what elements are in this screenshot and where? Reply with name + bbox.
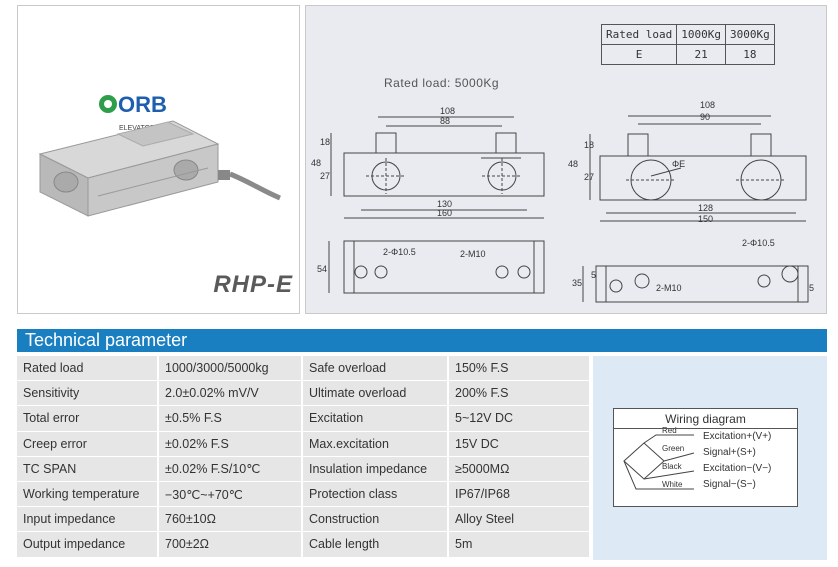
param-label: Excitation: [303, 406, 449, 432]
section-title: Technical parameter: [17, 329, 827, 352]
right-dim-h1: 18: [584, 140, 594, 150]
wire-green-signal: Signal+(S+): [703, 447, 756, 458]
left-dim-h1: 18: [320, 137, 330, 147]
right-dim-top2: 90: [700, 112, 710, 122]
param-value: 1000/3000/5000kg: [159, 356, 303, 382]
right-thread-label: 2-M10: [656, 283, 682, 293]
param-label: Insulation impedance: [303, 456, 449, 482]
right-e-label: ΦE: [672, 159, 685, 169]
param-value: ±0.5% F.S: [159, 406, 303, 432]
load-cell-illustration: ORB ELEVATOR: [38, 92, 281, 217]
logo-sub: ELEVATOR: [119, 125, 155, 132]
wire-red-signal: Excitation+(V+): [703, 431, 771, 442]
param-value: 5~12V DC: [449, 406, 591, 432]
param-value: 700±2Ω: [159, 532, 303, 558]
right-dim-bot1: 128: [698, 203, 713, 213]
technical-drawing: 108 88 18 48 27 130 160 54 2-Φ10.5 2-M10…: [311, 100, 814, 303]
param-label: Ultimate overload: [303, 381, 449, 407]
brand-logo: ORB ELEVATOR: [99, 92, 167, 132]
param-value: 15V DC: [449, 431, 591, 457]
left-dim-h2: 48: [311, 158, 321, 168]
rated-e-label: E: [600, 44, 678, 65]
right-dim-bot2: 150: [698, 214, 713, 224]
param-value: 2.0±0.02% mV/V: [159, 381, 303, 407]
right-plan-height: 35: [572, 278, 582, 288]
table-row: Sensitivity 2.0±0.02% mV/V Ultimate over…: [17, 381, 591, 407]
table-row: Working temperature −30℃~+70℃ Protection…: [17, 481, 591, 508]
rated-3000-header: 3000Kg: [724, 24, 775, 45]
table-row: Rated load 1000/3000/5000kg Safe overloa…: [17, 356, 591, 382]
table-row: Input impedance 760±10Ω Construction All…: [17, 507, 591, 533]
param-label: Output impedance: [17, 532, 159, 558]
param-label: Creep error: [17, 431, 159, 457]
param-value: −30℃~+70℃: [159, 481, 303, 508]
right-dim-top1: 108: [700, 100, 715, 110]
right-edge-right: 5: [809, 283, 814, 293]
left-hole-label: 2-Φ10.5: [383, 247, 416, 257]
wire-black-label: Black: [662, 462, 683, 471]
technical-parameter-table: Rated load 1000/3000/5000kg Safe overloa…: [17, 356, 591, 558]
dimension-drawing-panel: Rated load 1000Kg 3000Kg E 21 18 Rated l…: [305, 5, 827, 314]
wire-red-label: Red: [662, 426, 677, 435]
wiring-title: Wiring diagram: [614, 412, 797, 429]
wire-black-signal: Excitation−(V−): [703, 463, 771, 474]
table-row: Output impedance 700±2Ω Cable length 5m: [17, 532, 591, 558]
bridge-circuit: Red Green Black White Excitation+(V+) Si…: [623, 426, 771, 490]
param-label: Max.excitation: [303, 431, 449, 457]
right-hole-label: 2-Φ10.5: [742, 238, 775, 248]
right-edge-left: 5: [591, 270, 596, 280]
wiring-diagram: Wiring diagram Red Green Black White Exc…: [613, 408, 798, 507]
param-value: 200% F.S: [449, 381, 591, 407]
left-dim-h3: 27: [320, 171, 330, 181]
left-dim-bot1: 130: [437, 199, 452, 209]
left-thread-label: 2-M10: [460, 249, 486, 259]
rated-load-table: Rated load 1000Kg 3000Kg E 21 18: [600, 24, 775, 65]
param-value: 5m: [449, 532, 591, 558]
product-photo-panel: ORB ELEVATOR RHP-E: [17, 5, 300, 314]
right-dim-h2: 48: [568, 159, 578, 169]
param-value: ≥5000MΩ: [449, 456, 591, 482]
param-label: Cable length: [303, 532, 449, 558]
param-value: IP67/IP68: [449, 481, 591, 508]
param-label: TC SPAN: [17, 456, 159, 482]
param-label: Total error: [17, 406, 159, 432]
table-row: Creep error ±0.02% F.S Max.excitation 15…: [17, 431, 591, 457]
param-value: 150% F.S: [449, 356, 591, 382]
param-value: ±0.02% F.S/10℃: [159, 456, 303, 482]
left-dim-bot2: 160: [437, 208, 452, 218]
param-label: Sensitivity: [17, 381, 159, 407]
right-dim-h3: 27: [584, 172, 594, 182]
logo-text: ORB: [118, 92, 167, 117]
wire-white-signal: Signal−(S−): [703, 479, 756, 490]
wire-white-label: White: [662, 480, 683, 489]
param-label: Protection class: [303, 481, 449, 508]
param-label: Input impedance: [17, 507, 159, 533]
param-value: ±0.02% F.S: [159, 431, 303, 457]
left-dim-top2: 88: [440, 116, 450, 126]
table-row: Total error ±0.5% F.S Excitation 5~12V D…: [17, 406, 591, 432]
param-value: Alloy Steel: [449, 507, 591, 533]
param-label: Rated load: [17, 356, 159, 382]
rated-load-caption: Rated load: 5000Kg: [384, 76, 500, 90]
wire-green-label: Green: [662, 444, 684, 453]
param-label: Working temperature: [17, 481, 159, 508]
param-value: 760±10Ω: [159, 507, 303, 533]
table-row: TC SPAN ±0.02% F.S/10℃ Insulation impeda…: [17, 456, 591, 482]
param-label: Construction: [303, 507, 449, 533]
param-label: Safe overload: [303, 356, 449, 382]
left-dim-top1: 108: [440, 106, 455, 116]
wiring-panel: Wiring diagram Red Green Black White Exc…: [593, 356, 827, 560]
left-plan-height: 54: [317, 264, 327, 274]
model-label: RHP-E: [213, 271, 293, 298]
rated-e-3000: 18: [724, 44, 775, 65]
